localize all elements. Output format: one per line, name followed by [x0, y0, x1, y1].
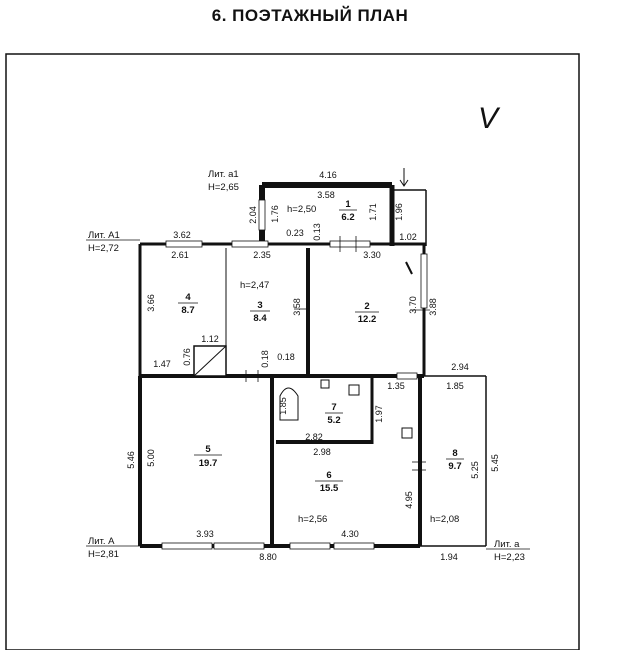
dim-a1-bottom: 1.02: [399, 232, 417, 242]
height-room-8: h=2,08: [430, 514, 459, 525]
window: [396, 372, 418, 380]
liter-a1-name: Лит. а1: [208, 169, 239, 180]
dim-a1-h1: 1.76: [270, 205, 280, 223]
room-2-area: 12.2: [358, 314, 377, 325]
dim-135: 1.35: [387, 381, 405, 391]
room-heights: h=2,50 h=2,47 h=2,56 h=2,08: [240, 204, 459, 525]
stove-diagonal: [193, 345, 227, 377]
window: [213, 542, 265, 550]
dim-298: 2.98: [313, 447, 331, 457]
dim-a-bottom: 1.94: [440, 552, 458, 562]
liter-A1-height: Н=2,72: [88, 243, 119, 254]
room-5-area: 19.7: [199, 458, 218, 469]
dim-147: 1.47: [153, 359, 171, 369]
room-2-number: 2: [364, 301, 369, 312]
liter-A-name: Лит. А: [88, 536, 115, 547]
window: [161, 542, 213, 550]
liter-A1-name: Лит. А1: [88, 230, 120, 241]
dim-r5-left: 5.00: [146, 449, 156, 467]
room-7-area: 5.2: [327, 415, 340, 426]
liter-labels: Лит. а1 Н=2,65 Лит. А1 Н=2,72 Лит. А Н=2…: [88, 169, 525, 563]
dim-018b: 0.18: [277, 352, 295, 362]
fixtures: [193, 168, 413, 439]
dim-r6-bottom: 4.30: [341, 529, 359, 539]
liter-underlines: [86, 239, 530, 550]
liter-a-height: Н=2,23: [494, 552, 525, 563]
dim-r4-top: 2.61: [171, 250, 189, 260]
dim-a1-top: 4.16: [319, 170, 337, 180]
dim-r3-top: 2.35: [253, 250, 271, 260]
plan-frame: [5, 53, 580, 650]
room-8-number: 8: [452, 448, 457, 459]
room-3-number: 3: [257, 300, 262, 311]
dim-r4-left: 3.66: [146, 294, 156, 312]
room-4-number: 4: [185, 292, 191, 303]
page-title: 6. ПОЭТАЖНЫЙ ПЛАН: [211, 6, 409, 25]
dim-r2-top: 3.30: [363, 250, 381, 260]
dim-A1-right: 3.88: [428, 298, 438, 316]
sink: [320, 379, 330, 389]
dim-r8-right: 5.25: [470, 461, 480, 479]
dim-r2-right: 3.70: [408, 296, 418, 314]
dim-a1-d2: 0.13: [312, 223, 322, 241]
room-1-number: 1: [345, 199, 351, 210]
dim-a1-inner: 3.58: [317, 190, 335, 200]
liter-A-height: Н=2,81: [88, 549, 119, 560]
dim-a1-left: 2.04: [248, 206, 258, 224]
windows: [161, 199, 428, 550]
liter-a1-height: Н=2,65: [208, 182, 239, 193]
window: [258, 199, 266, 231]
room-6-area: 15.5: [320, 483, 339, 494]
dim-282: 2.82: [305, 432, 323, 442]
room-6-number: 6: [326, 470, 331, 481]
dim-r3-right: 3.58: [292, 298, 302, 316]
dim-a1-d1: 0.23: [286, 228, 304, 238]
dim-a1-r2: 1.96: [394, 203, 404, 221]
liter-a-name: Лит. а: [494, 539, 520, 550]
room-label-underlines: [178, 209, 464, 482]
dim-197: 1.97: [374, 405, 384, 423]
height-room-3: h=2,47: [240, 280, 269, 291]
window: [231, 240, 269, 248]
room-4-area: 8.7: [181, 305, 194, 316]
dim-a1-r1: 1.71: [368, 203, 378, 221]
dim-A1-top: 3.62: [173, 230, 191, 240]
dim-294: 2.94: [451, 362, 469, 372]
dim-185v: 1.85: [278, 397, 288, 415]
entrance-arrow-head: [399, 179, 409, 187]
dim-076: 0.76: [182, 348, 192, 366]
room-1-area: 6.2: [341, 212, 354, 223]
fixture: [401, 427, 413, 439]
room-7-number: 7: [331, 402, 336, 413]
dim-A-bottom: 8.80: [259, 552, 277, 562]
window: [329, 240, 371, 248]
dim-185: 1.85: [446, 381, 464, 391]
dimension-ticks: [245, 236, 430, 471]
room-labels: 1 6.2 2 12.2 3 8.4 4 8.7 5 19.7 6 15.5 7…: [181, 199, 461, 494]
height-room-6: h=2,56: [298, 514, 327, 525]
window: [165, 240, 203, 248]
window: [420, 253, 428, 309]
dim-diag: 1.12: [201, 334, 219, 344]
room-8-area: 9.7: [448, 461, 461, 472]
room-5-number: 5: [205, 444, 211, 455]
dim-018a: 0.18: [260, 350, 270, 368]
dim-a-right: 5.45: [490, 454, 500, 472]
dimensions-vertical: 2.04 1.76 1.71 1.96 0.13 3.66 3.58 3.70 …: [126, 203, 500, 509]
fixture: [348, 384, 360, 396]
dim-495: 4.95: [404, 491, 414, 509]
handwritten-mark: V: [478, 102, 501, 135]
window: [333, 542, 375, 550]
room-3-area: 8.4: [253, 313, 267, 324]
bath: [279, 387, 299, 421]
height-room-1: h=2,50: [287, 204, 316, 215]
fixture: [405, 261, 413, 275]
dim-r5-bottom: 3.93: [196, 529, 214, 539]
window: [289, 542, 331, 550]
dimensions-horizontal: 4.16 3.58 1.02 0.23 3.62 2.61 2.35 3.30 …: [153, 170, 469, 562]
dim-A-left: 5.46: [126, 451, 136, 469]
